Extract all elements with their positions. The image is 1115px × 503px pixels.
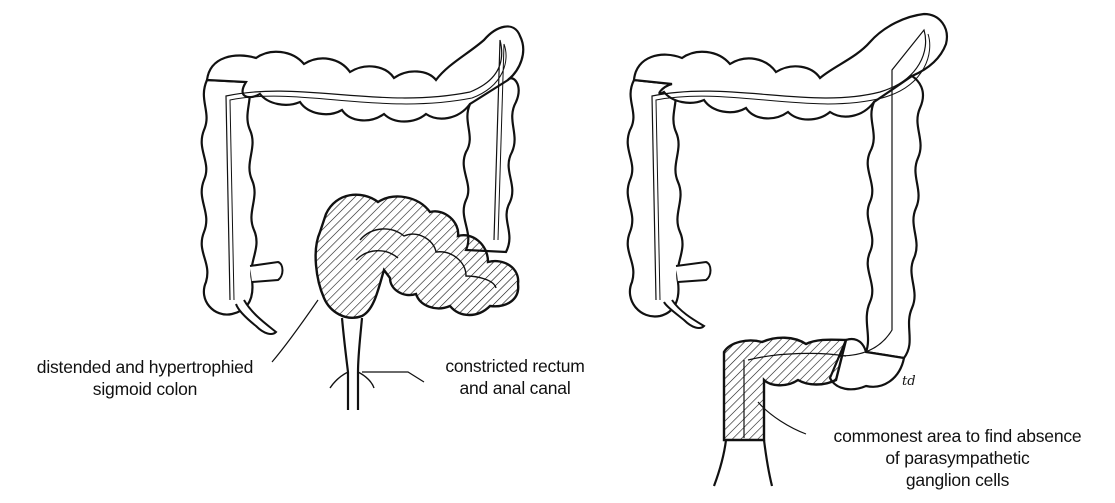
label-line: and anal canal [420,377,610,399]
label-line: of parasympathetic [800,447,1115,469]
left-appendix [236,300,276,334]
left-descending-colon [464,78,519,252]
right-appendix [664,300,704,328]
label-distended-sigmoid: distended and hypertrophied sigmoid colo… [0,356,290,400]
leader-line-rectum [362,372,424,382]
right-ileum-stub [676,262,711,282]
left-rectum-anal-canal [330,318,374,410]
label-constricted-rectum: constricted rectum and anal canal [420,355,610,399]
label-absence-ganglion-cells: commonest area to find absence of parasy… [800,425,1115,491]
label-line: ganglion cells [800,469,1115,491]
leader-line-sigmoid [272,300,318,362]
label-line: distended and hypertrophied [0,356,290,378]
right-anal-canal [714,440,772,486]
label-line: sigmoid colon [0,378,290,400]
label-line: commonest area to find absence [800,425,1115,447]
right-colon [628,14,947,486]
left-colon [202,26,524,410]
label-line: constricted rectum [420,355,610,377]
artist-signature: td [902,374,916,389]
left-ileum-stub [250,262,283,282]
right-descending-colon [866,76,923,358]
